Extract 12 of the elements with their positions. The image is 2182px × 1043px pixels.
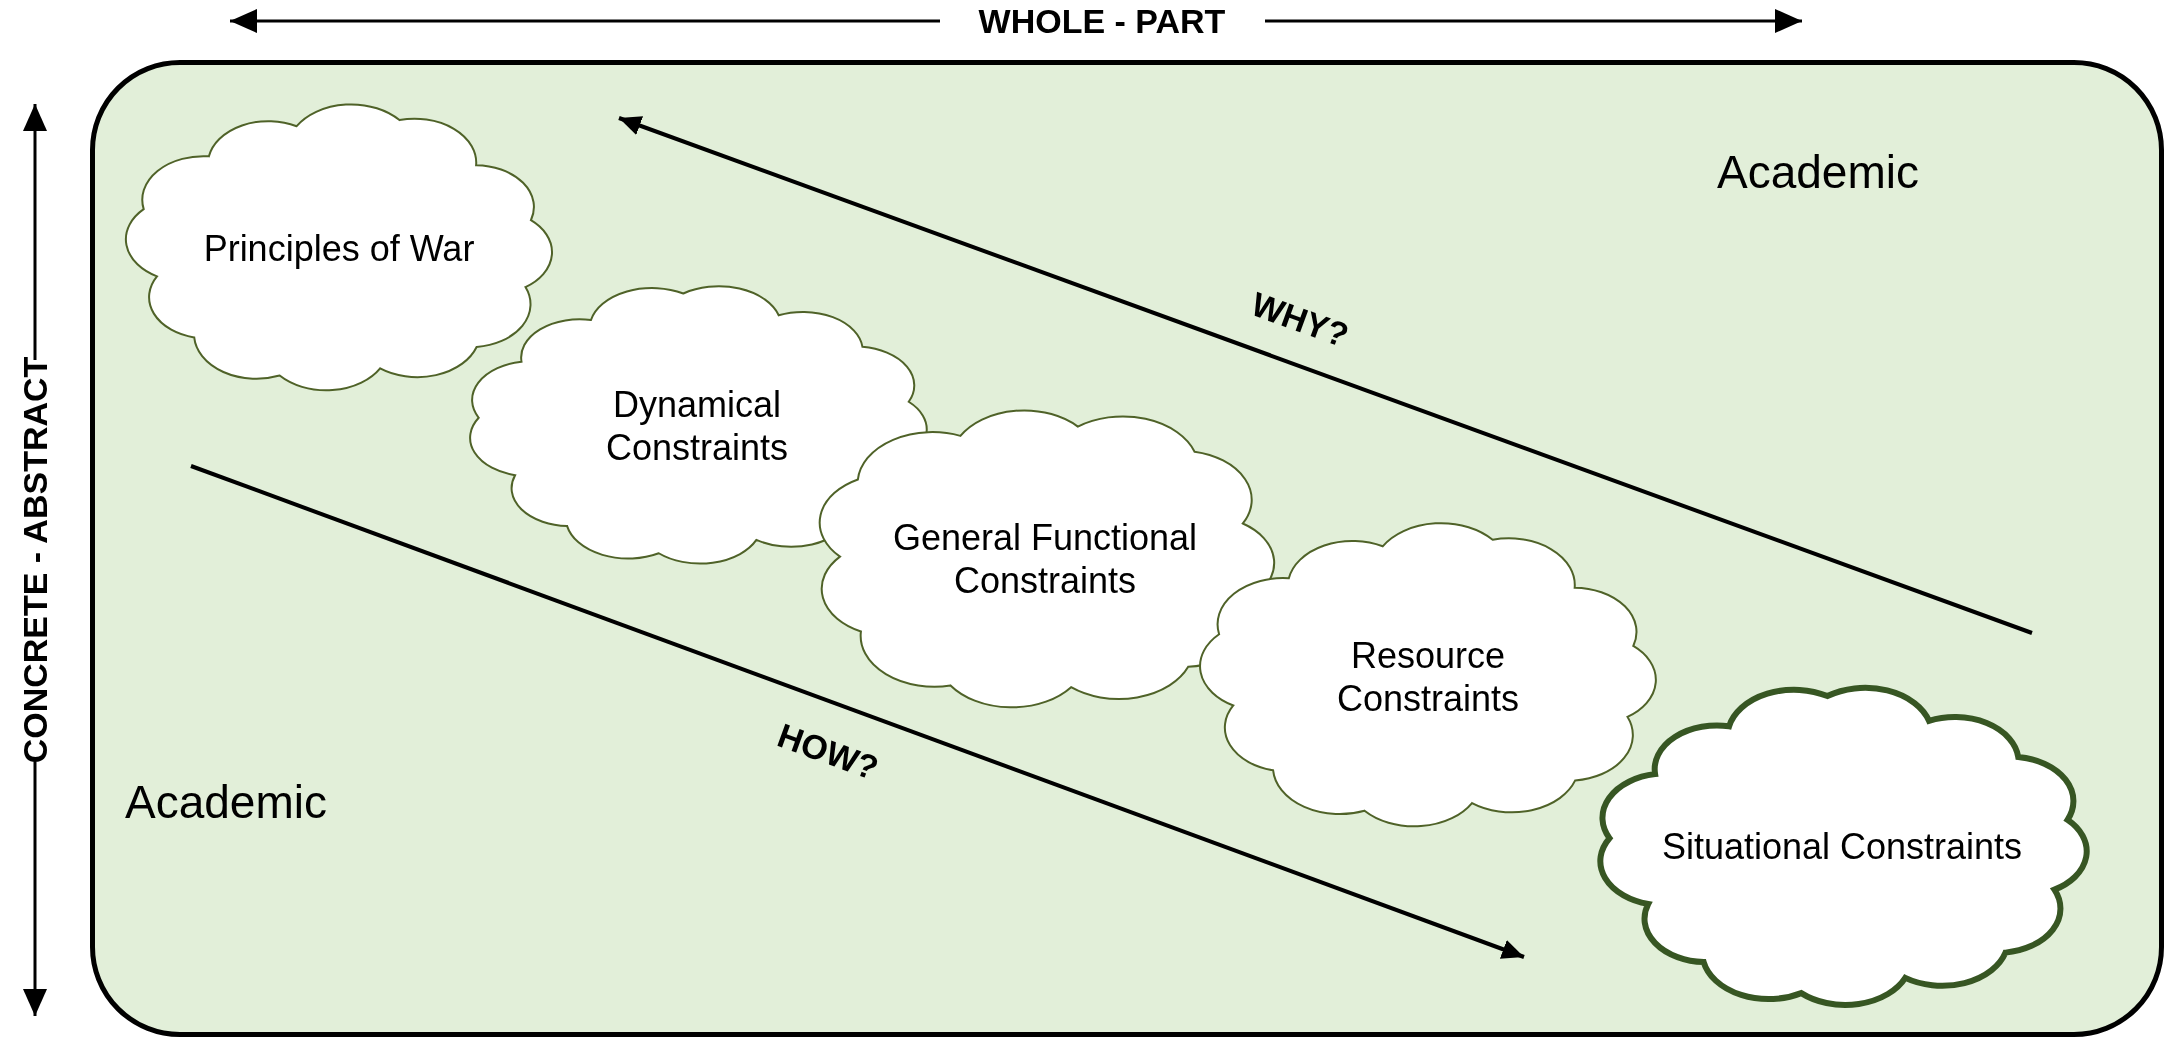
region-label: Academic xyxy=(125,775,327,829)
cloud-label: Dynamical Constraints xyxy=(604,382,790,469)
axis-label: WHOLE - PART xyxy=(978,1,1226,41)
cloud-label: Resource Constraints xyxy=(1335,633,1521,720)
cloud-label: General Functional Constraints xyxy=(891,515,1199,602)
cloud-label: Principles of War xyxy=(203,227,475,271)
region-label: Academic xyxy=(1717,145,1919,199)
axis-label: CONCRETE - ABSTRACT xyxy=(15,356,55,764)
cloud-label: Situational Constraints xyxy=(1661,825,2023,869)
arrow-label: WHY? xyxy=(1246,284,1354,356)
arrow-label: HOW? xyxy=(772,715,884,789)
background-panel xyxy=(90,60,2164,1037)
